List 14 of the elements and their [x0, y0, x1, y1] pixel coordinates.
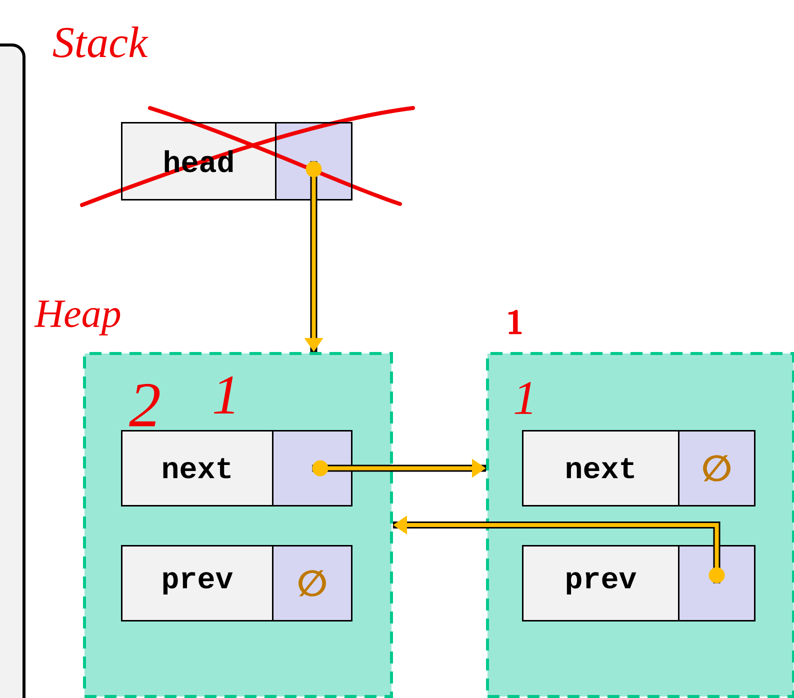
pointer-cell — [678, 545, 756, 622]
hand-written-number: 1 — [214, 376, 234, 414]
hand-written-number: 1 — [514, 382, 532, 414]
null-cell: ∅ — [678, 430, 756, 506]
field-name-cell: prev — [522, 545, 680, 622]
field-name-cell: next — [522, 430, 680, 506]
hand-written-number: 2 — [129, 384, 160, 426]
field-name-cell: prev — [121, 545, 274, 622]
count-number: 1 — [508, 310, 522, 334]
pointer-cell — [272, 430, 352, 506]
hand-written-label: Stack — [52, 26, 148, 58]
hand-written-label: Heap — [34, 300, 120, 336]
field-name-cell: next — [121, 430, 274, 506]
null-cell: ∅ — [272, 545, 352, 622]
